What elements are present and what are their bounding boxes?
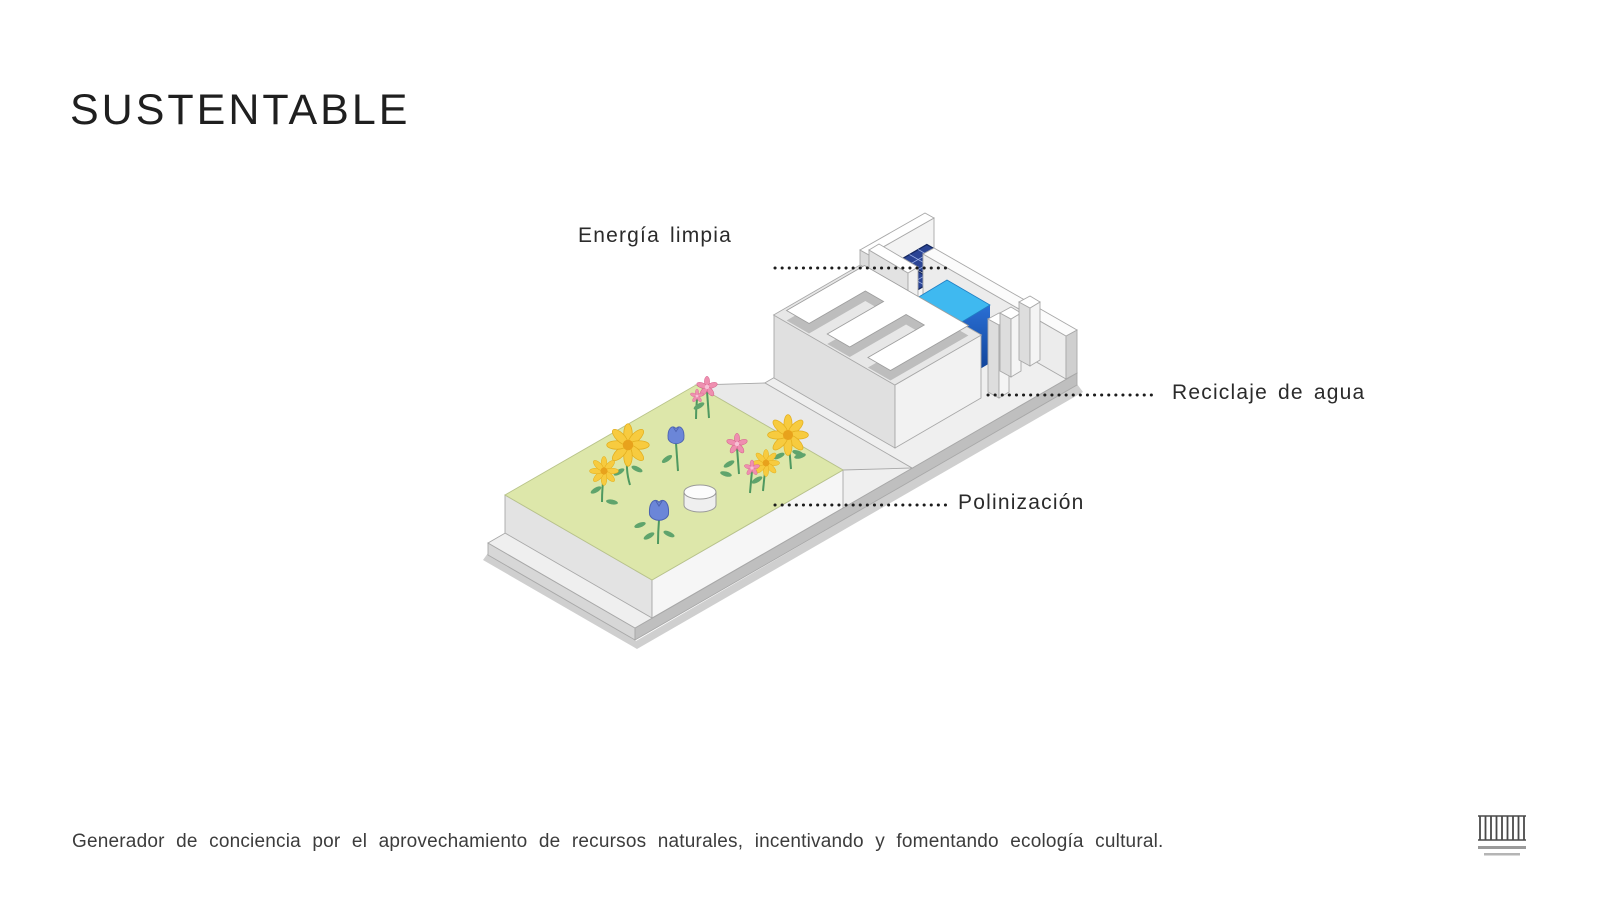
garden-green-top — [504, 384, 844, 581]
leader-lines — [773, 266, 1160, 507]
pillars — [987, 295, 1041, 399]
logo — [1474, 808, 1530, 867]
flowers — [589, 375, 810, 545]
label-water-recycling: Reciclaje de agua — [1172, 381, 1366, 404]
garden — [504, 382, 914, 619]
building — [772, 212, 1078, 449]
label-pollination: Polinización — [958, 491, 1085, 514]
page-title: SUSTENTABLE — [70, 86, 411, 134]
planter-cylinder — [683, 484, 717, 513]
footer-text: Generador de conciencia por el aprovecha… — [72, 831, 1164, 852]
e-roof — [785, 265, 970, 371]
label-clean-energy: Energía limpia — [578, 224, 733, 247]
fence-gate-icon — [1478, 815, 1526, 856]
e-block — [772, 264, 983, 449]
